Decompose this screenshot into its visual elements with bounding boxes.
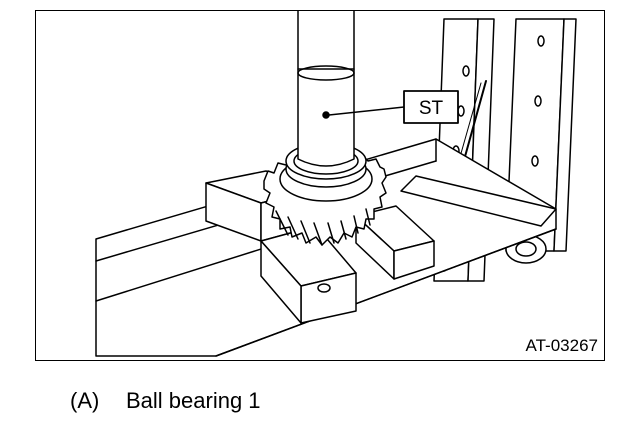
callout-box: [403, 90, 459, 124]
left-support-block: [205, 170, 357, 324]
illustration-frame: ST AT-03267: [35, 10, 605, 361]
callout-label: ST: [419, 98, 444, 119]
press-shaft-st: [297, 11, 355, 167]
caption-letter: (A): [70, 388, 100, 413]
hook-ring-hole: [515, 241, 537, 257]
figure-code: AT-03267: [525, 336, 598, 355]
cross-bar: [400, 175, 557, 227]
callout-leader: [328, 106, 405, 116]
caption: (A) Ball bearing 1: [70, 388, 261, 414]
right-support-block: [355, 205, 435, 280]
press-setup-drawing: ST: [95, 11, 577, 357]
caption-text: Ball bearing 1: [126, 388, 261, 413]
